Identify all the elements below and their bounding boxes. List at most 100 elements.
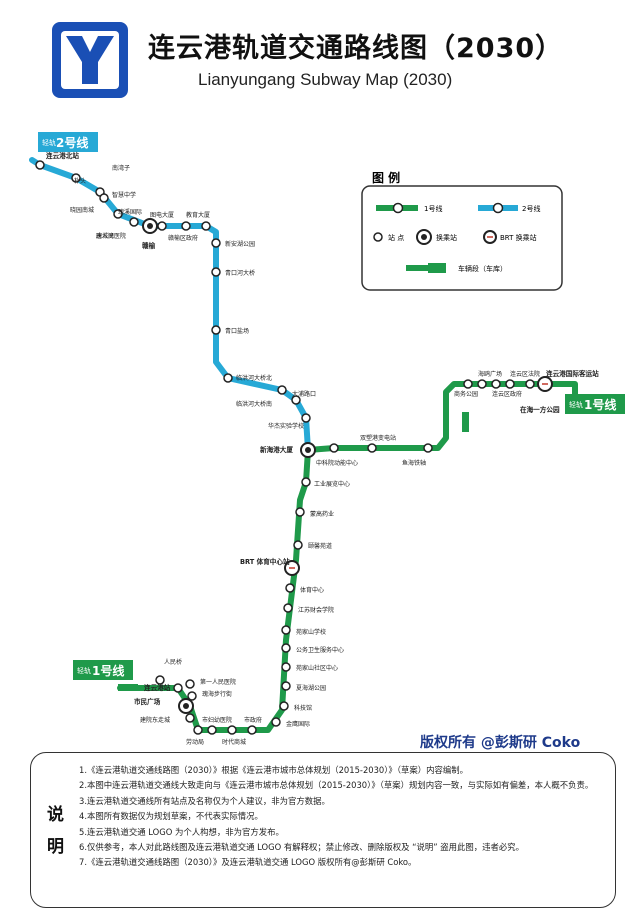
depot-marker [118,684,138,691]
svg-text:换乘站: 换乘站 [436,233,457,242]
svg-text:1号线: 1号线 [92,663,124,678]
station-label: 金鹰国际 [286,720,310,728]
map-title: 连云港轨道交通路线图（2030） [148,33,564,64]
station-dot [185,713,195,723]
station-dot [293,540,303,550]
station-label: 新海港大厦 [260,445,293,454]
metro-logo-icon [52,22,128,98]
station-label: 青口河大桥 [225,269,255,277]
station-label: 科技馆 [294,704,312,712]
station-dot [277,385,287,395]
notes-box: 说明 1.《连云港轨道交通线路图（2030）》根据《连云港市城市总体规划（201… [30,752,616,908]
station-label: 颐馨苑道 [308,542,332,550]
station-label: 朴头 [74,177,86,185]
svg-text:轻轨: 轻轨 [77,666,91,675]
svg-text:轻轨: 轻轨 [569,400,583,409]
station-label: 商务公园 [454,390,478,398]
station-label: 连云区政府 [492,390,522,398]
station-label: 赣榆 [142,241,156,250]
station-dot [155,675,165,685]
line2-label: 轻轨 2号线 [38,132,98,152]
note-item: 6.仅供参考，本人对此路线图及连云港轨道交通 LOGO 有解释权；禁止修改、删除… [79,842,524,853]
station-label: 工业展览中心 [314,480,350,488]
station-dot [35,160,45,170]
station-dot [187,691,197,701]
station-label: 瑰海步行街 [202,690,232,698]
station-label: 市民广场 [134,697,161,706]
station-dot [367,443,377,453]
station-label: 临洪河大桥南 [236,400,272,408]
station-dot [491,379,501,389]
station-label: 劳动局 [186,738,204,746]
legend: 图 例 1号线 2号线 站 点 换乘站 BRT 换乘站 车辆段（车库） [361,170,563,291]
station-label: 苑家山社区中心 [296,664,338,672]
subway-map: 轻轨 2号线 轻轨 1号线 轻轨 1号线 图 例 1号线 2号线 站 点 换乘站… [29,132,625,746]
station-dot [247,725,257,735]
station-dot [301,413,311,423]
note-item: 1.《连云港轨道交通线路图（2030）》根据《连云港市城市总体规划（2015-2… [79,765,468,775]
station-dot [113,209,123,219]
transfer-center-icon [183,703,189,709]
note-item: 5.连云港轨道交通 LOGO 为个人构想，非为官方发布。 [79,826,284,837]
station-label: 江苏财会学院 [298,606,334,614]
station-dot [181,221,191,231]
transfer-center-icon [147,223,153,229]
station-label: 市妇幼医院 [202,716,232,724]
station-label: 连云港北站 [46,151,79,160]
station-label: 双塑港变电站 [360,434,396,442]
station-label: 晓园南城 [70,206,94,214]
svg-text:BRT 换乘站: BRT 换乘站 [500,233,537,242]
station-dot [525,379,535,389]
station-label: 夏海湖公园 [296,684,326,692]
station-dot [295,507,305,517]
copyright-text: 版权所有 @彭斯研 Coko [420,735,581,751]
notes-label: 说明 [47,805,64,857]
station-dot [291,395,301,405]
station-dot [211,325,221,335]
station-label: 教育大厦 [186,211,210,219]
note-item: 2.本图中连云港轨道交通线大致走向与《连云港市城市总体规划（2015-2030）… [79,780,594,791]
station-label: 建院东走城 [140,716,170,724]
station-dot [201,221,211,231]
svg-text:2号线: 2号线 [522,204,540,213]
station-label: 苑家山学校 [296,628,326,636]
station-dot [477,379,487,389]
station-label: 公务卫生服务中心 [296,646,344,654]
station-dot [271,717,281,727]
station-label: 智慧中学 [112,191,136,199]
station-dot [173,683,183,693]
transfer-center-icon [305,447,311,453]
station-label: 唐人民医院 [96,232,126,240]
station-dot [505,379,515,389]
station-dot [71,173,81,183]
line1-route [117,381,578,733]
station-label: 赣榆区政府 [168,234,198,242]
station-label: BRT 体育中心站 [240,557,290,566]
station-label: 大浦路口 [292,390,316,398]
station-label: 新安湖公园 [225,240,255,248]
station-label: 华杰实验学校 [268,422,304,430]
line1-west-label: 轻轨 1号线 [73,660,133,680]
legend-title: 图 例 [372,170,400,185]
station-label: 蒙高药业 [310,510,334,518]
station-dot [227,725,237,735]
station-dot [157,221,167,231]
station-label: 鱼海铁轴 [402,459,426,467]
station-dot [211,238,221,248]
station-dot [129,217,139,227]
station-label: 瑰城湾 [96,232,114,240]
station-dot [211,267,221,277]
station-label: 连云港站 [144,683,171,692]
station-dot [185,679,195,689]
svg-text:车辆段（车库）: 车辆段（车库） [458,264,507,273]
svg-text:1号线: 1号线 [424,204,442,213]
station-dot [193,725,203,735]
station-label: 青口盐场 [225,327,249,335]
station-dot [223,373,233,383]
station-dot [329,443,339,453]
station-label: 时代商城 [222,738,246,746]
depot-marker [462,412,469,432]
station-dot [281,681,291,691]
station-label: 第一人民医院 [200,678,236,686]
map-subtitle: Lianyungang Subway Map (2030) [198,70,453,89]
